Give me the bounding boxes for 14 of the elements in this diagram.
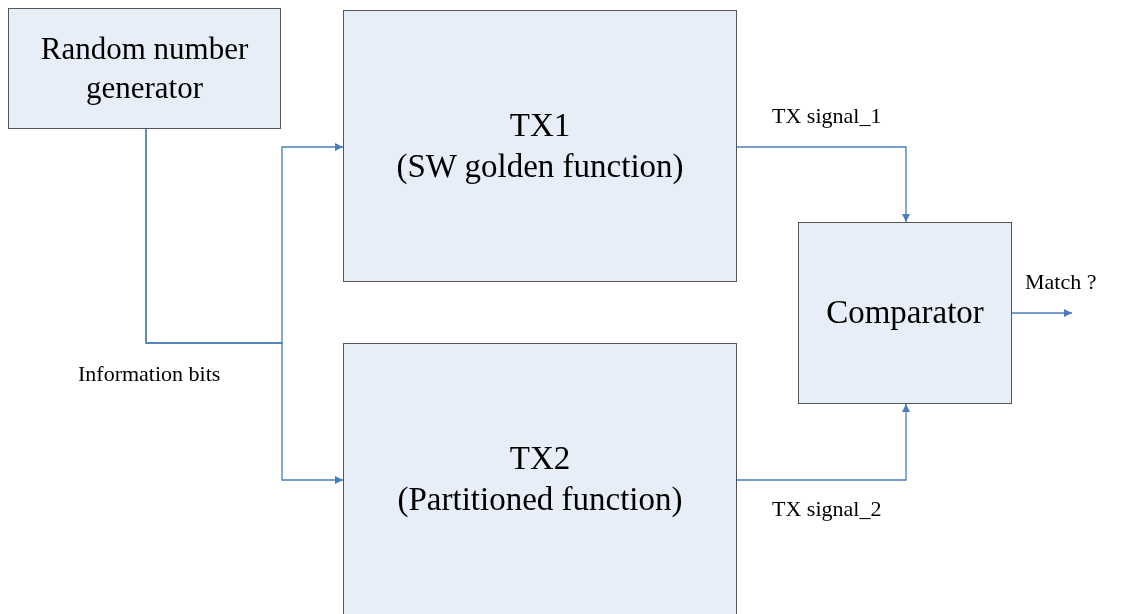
box-label: (SW golden function) (396, 147, 684, 186)
process-box (343, 10, 737, 282)
arrow (736, 403, 910, 481)
box-label: Comparator (826, 293, 984, 333)
arrow (736, 146, 910, 223)
arrow (145, 128, 344, 484)
box-label: Random number generator (39, 29, 250, 107)
process-box (343, 343, 737, 614)
box-label: (Partitioned function) (397, 480, 683, 519)
process-box (798, 222, 1012, 404)
arrow (1011, 309, 1073, 317)
box-label: TX2 (509, 438, 571, 478)
process-box (8, 8, 281, 129)
box-label: TX1 (509, 105, 571, 145)
